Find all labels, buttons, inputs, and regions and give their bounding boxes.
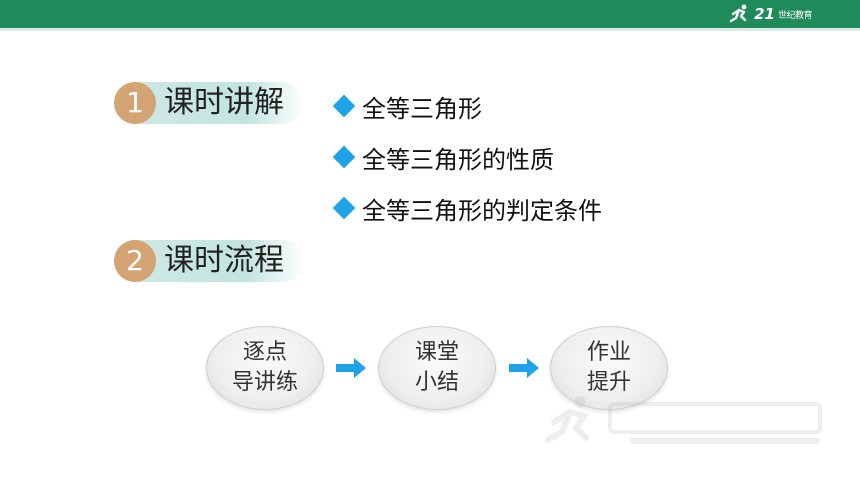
section-heading-2: 2 课时流程 xyxy=(114,240,304,282)
flow-step-line: 课堂 xyxy=(414,340,459,365)
diamond-bullet-icon xyxy=(332,94,356,118)
section-heading-1: 1 课时讲解 xyxy=(114,82,304,124)
flow-step-line: 导讲练 xyxy=(231,370,298,395)
topic-item: 全等三角形的性质 xyxy=(332,137,554,177)
flow-step-line: 逐点 xyxy=(242,340,287,365)
section-number-1: 1 xyxy=(114,82,156,124)
flow-step-1: 逐点 导讲练 xyxy=(206,326,324,410)
topic-item: 全等三角形的判定条件 xyxy=(332,188,602,228)
topic-label: 全等三角形的性质 xyxy=(362,145,554,174)
brand-number: 21 xyxy=(754,5,775,23)
header-divider xyxy=(0,28,860,31)
topic-label: 全等三角形 xyxy=(362,94,482,123)
diamond-bullet-icon xyxy=(332,196,356,220)
arrow-right-icon xyxy=(509,358,539,378)
runner-logo-icon xyxy=(729,4,747,23)
brand-logo: 21 世纪教育 xyxy=(729,3,813,25)
flow-step-line: 小结 xyxy=(414,370,459,395)
section-title-1: 课时讲解 xyxy=(164,85,284,120)
flow-step-3: 作业 提升 xyxy=(550,326,668,410)
flow-step-line: 作业 xyxy=(586,340,631,365)
section-title-2: 课时流程 xyxy=(164,243,284,278)
section-number-2: 2 xyxy=(114,240,156,282)
flow-step-2: 课堂 小结 xyxy=(378,326,496,410)
topic-item: 全等三角形 xyxy=(332,86,482,126)
diamond-bullet-icon xyxy=(332,145,356,169)
arrow-right-icon xyxy=(336,358,366,378)
brand-text: 世纪教育 xyxy=(777,10,813,21)
topic-label: 全等三角形的判定条件 xyxy=(362,196,602,225)
header-bar: 21 世纪教育 xyxy=(0,0,860,31)
watermark-logo-icon xyxy=(545,396,822,444)
flow-step-line: 提升 xyxy=(586,370,631,395)
